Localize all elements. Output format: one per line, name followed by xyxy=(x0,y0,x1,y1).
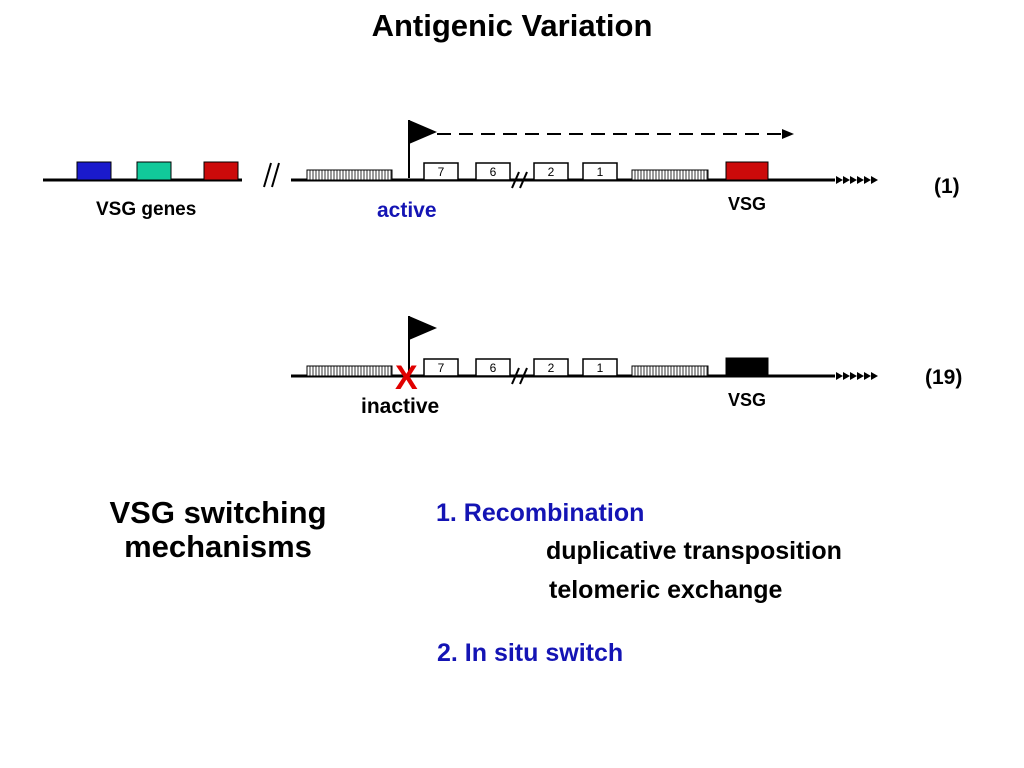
page-title: Antigenic Variation xyxy=(371,8,653,43)
esag-box-6 xyxy=(475,162,511,181)
mechanisms-heading: VSG switching mechanisms xyxy=(109,495,327,565)
vsg-gene-green xyxy=(136,161,172,181)
repeat-block-downstream xyxy=(631,169,709,181)
transcription-arrow xyxy=(437,129,794,139)
mechanism-item-recombination: 1. Recombination xyxy=(436,499,645,527)
esag-number: 6 xyxy=(490,165,497,179)
vsg-label: VSG xyxy=(728,194,767,214)
repeat-block-upstream xyxy=(306,169,393,181)
expressed-vsg-gene xyxy=(725,161,769,181)
repeat-block-upstream xyxy=(306,365,393,377)
sequence-break-mark xyxy=(511,367,528,385)
vsg-label: VSG xyxy=(728,390,767,410)
row1-expression-site: 7 6 2 1 xyxy=(43,120,878,189)
esag-number: 7 xyxy=(438,361,445,375)
row2-expression-site: 7 6 2 1 xyxy=(291,316,878,385)
esag-box-6 xyxy=(475,358,511,377)
esag-number: 1 xyxy=(597,165,604,179)
telomere-repeats xyxy=(836,372,878,380)
repeat-block-downstream xyxy=(631,365,709,377)
promoter-flag xyxy=(408,120,437,178)
esag-box-7 xyxy=(423,358,459,377)
copy-count-label: (1) xyxy=(934,175,960,198)
silent-vsg-gene xyxy=(725,357,769,377)
sequence-break-mark xyxy=(511,171,528,189)
copy-count-label: (19) xyxy=(925,366,963,389)
mechanism-subitem-telomeric: telomeric exchange xyxy=(549,576,783,604)
esag-box-1 xyxy=(582,358,618,377)
esag-box-7 xyxy=(423,162,459,181)
esag-box-2 xyxy=(533,162,569,181)
esag-box-1 xyxy=(582,162,618,181)
esag-number: 2 xyxy=(548,361,555,375)
esag-number: 2 xyxy=(548,165,555,179)
mechanism-subitem-transposition: duplicative transposition xyxy=(546,537,842,565)
chromosome-break-mark xyxy=(263,162,280,188)
esag-number: 1 xyxy=(597,361,604,375)
telomere-repeats xyxy=(836,176,878,184)
active-promoter-label: active xyxy=(377,199,437,222)
inactive-promoter-label: inactive xyxy=(361,395,440,418)
promoter-flag xyxy=(408,316,437,374)
esag-box-2 xyxy=(533,358,569,377)
vsg-gene-red xyxy=(203,161,239,181)
esag-number: 6 xyxy=(490,361,497,375)
block-mark: X xyxy=(395,359,418,397)
vsg-genes-label: VSG genes xyxy=(96,199,197,220)
vsg-gene-blue xyxy=(76,161,112,181)
mechanism-item-in-situ: 2. In situ switch xyxy=(437,639,624,667)
esag-number: 7 xyxy=(438,165,445,179)
